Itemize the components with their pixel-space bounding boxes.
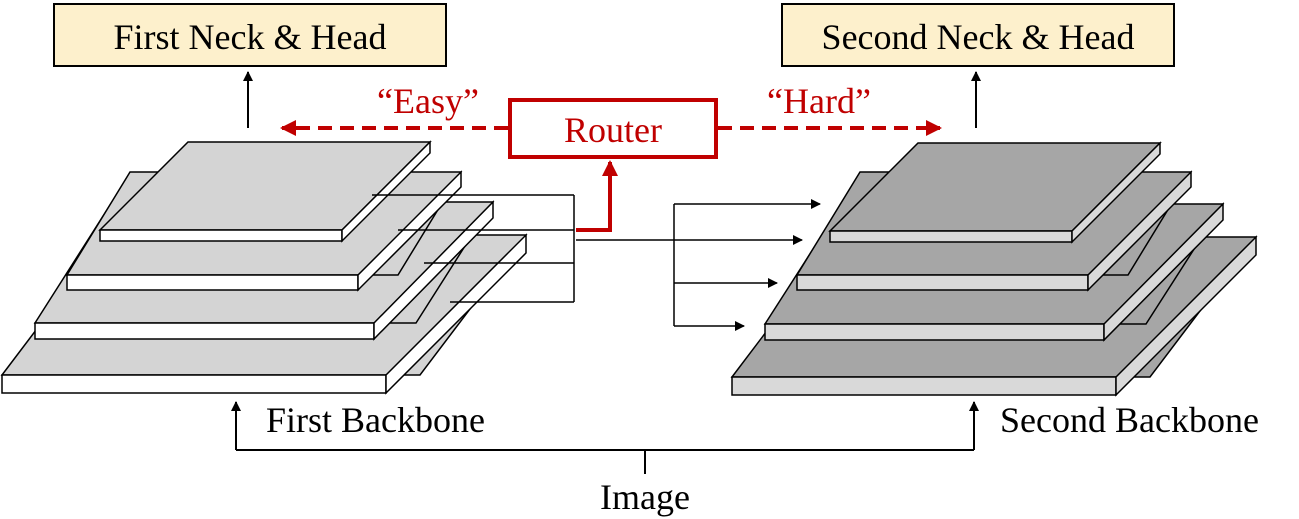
- router-input-arrow: [576, 160, 618, 232]
- first-backbone-feature-lines: [372, 194, 575, 303]
- second-neck-head-label: Second Neck & Head: [822, 17, 1135, 57]
- hard-label: “Hard”: [767, 81, 871, 121]
- second-backbone-label: Second Backbone: [1000, 400, 1259, 440]
- first-backbone: [0, 140, 528, 395]
- router-box: Router: [508, 98, 718, 159]
- first-backbone-layer-1: [98, 140, 432, 243]
- easy-label: “Easy”: [377, 81, 479, 121]
- second-backbone-layer-1: [828, 141, 1162, 244]
- second-backbone-feature-arrows: [673, 199, 821, 331]
- first-backbone-label: First Backbone: [266, 400, 485, 440]
- second-neck-head-box: Second Neck & Head: [781, 3, 1175, 67]
- first-neck-head-box: First Neck & Head: [53, 3, 447, 67]
- first-neck-head-label: First Neck & Head: [114, 17, 387, 57]
- image-input-connector: [231, 401, 979, 474]
- router-label: Router: [564, 110, 662, 150]
- second-backbone: [730, 141, 1258, 397]
- image-label: Image: [600, 477, 690, 517]
